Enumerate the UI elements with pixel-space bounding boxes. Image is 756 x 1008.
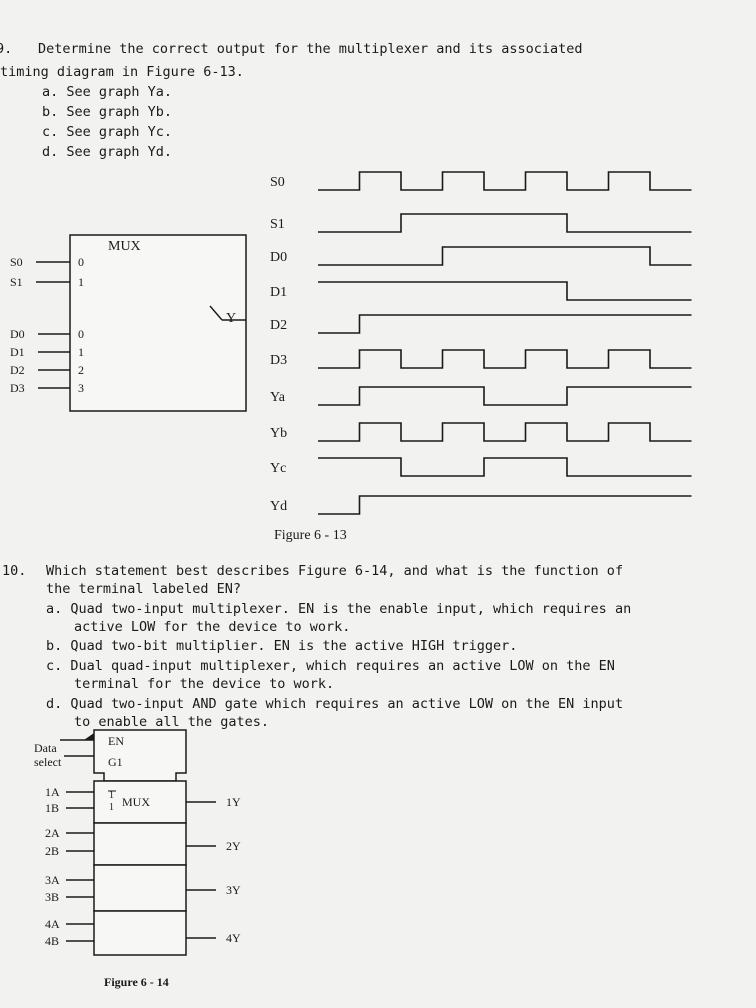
waveform-label-s1: S1	[270, 217, 285, 232]
mux-section-2	[93, 822, 187, 866]
mux-title: MUX	[108, 239, 141, 254]
q10-option-b-line1: b. Quad two-bit multiplier. EN is the ac…	[46, 638, 518, 654]
mux-pin-s0: 0	[78, 255, 84, 269]
mux-input-label-s0: S0	[10, 255, 23, 269]
waveform-label-ya: Ya	[270, 390, 286, 405]
active-low-indicator	[84, 733, 94, 740]
waveform-label-s0: S0	[270, 175, 285, 190]
q9-option-a: a. See graph Ya.	[42, 84, 173, 100]
waveform-ya	[318, 386, 692, 406]
q10-option-a-line2: active LOW for the device to work.	[74, 619, 351, 635]
data-select-label-line2: select	[34, 755, 62, 769]
q10-text-line1: Which statement best describes Figure 6-…	[46, 563, 624, 579]
waveform-label-d3: D3	[270, 353, 287, 368]
input-label-4a: 4A	[45, 917, 60, 931]
q9-text-line1: Determine the correct output for the mul…	[38, 41, 583, 57]
mux-input-label-d3: D3	[10, 381, 25, 395]
mux-output-stub	[209, 305, 223, 321]
mux-prefix-top: 1	[109, 790, 114, 801]
mux-section-3	[93, 864, 187, 912]
output-label-2y: 2Y	[226, 839, 241, 853]
mux-section-4	[93, 910, 187, 956]
q10-option-c-line2: terminal for the device to work.	[74, 676, 335, 692]
q10-option-d-line2: to enable all the gates.	[74, 714, 270, 730]
data-select-label-line1: Data	[34, 741, 57, 755]
input-label-3a: 3A	[45, 873, 60, 887]
waveform-d0	[318, 246, 692, 266]
mux-section-label: MUX	[122, 795, 150, 809]
q9-option-d: d. See graph Yd.	[42, 144, 173, 160]
waveform-d2	[318, 314, 692, 334]
waveform-label-d2: D2	[270, 318, 287, 333]
mux-block	[69, 234, 247, 412]
q9-text-line2: timing diagram in Figure 6-13.	[0, 64, 244, 80]
mux-output-label: Y	[226, 311, 236, 326]
q9-option-b: b. See graph Yb.	[42, 104, 173, 120]
output-label-4y: 4Y	[226, 931, 241, 945]
q10-option-d-line1: d. Quad two-input AND gate which require…	[46, 696, 624, 712]
figure-6-14-caption: Figure 6 - 14	[104, 975, 169, 989]
mux-pin-d3: 3	[78, 381, 84, 395]
mux-input-label-d0: D0	[10, 327, 25, 341]
g1-label: G1	[108, 755, 123, 769]
input-label-4b: 4B	[45, 934, 59, 948]
q10-option-c-line1: c. Dual quad-input multiplexer, which re…	[46, 658, 615, 674]
output-label-3y: 3Y	[226, 883, 241, 897]
input-label-3b: 3B	[45, 890, 59, 904]
waveform-label-yd: Yd	[270, 499, 287, 514]
waveform-label-d1: D1	[270, 285, 287, 300]
mux-pin-d2: 2	[78, 363, 84, 377]
waveform-yc	[318, 457, 692, 477]
q10-text-line2: the terminal labeled EN?	[46, 581, 242, 597]
waveform-d1	[318, 281, 692, 301]
mux-input-label-d1: D1	[10, 345, 25, 359]
mux-prefix-bottom: 1	[109, 802, 114, 813]
enable-label: EN	[108, 734, 124, 748]
q9-number: 9.	[0, 41, 13, 57]
waveform-yb	[318, 422, 692, 442]
waveform-label-yb: Yb	[270, 426, 287, 441]
input-label-2b: 2B	[45, 844, 59, 858]
figure-6-13-caption: Figure 6 - 13	[274, 528, 347, 543]
q10-option-a-line1: a. Quad two-input multiplexer. EN is the…	[46, 601, 632, 617]
mux-pin-d0: 0	[78, 327, 84, 341]
waveform-s1	[318, 213, 692, 233]
waveform-label-d0: D0	[270, 250, 287, 265]
waveform-label-yc: Yc	[270, 461, 286, 476]
input-label-1b: 1B	[45, 801, 59, 815]
q10-number: 10.	[2, 563, 27, 579]
mux-pin-s1: 1	[78, 275, 84, 289]
input-label-1a: 1A	[45, 785, 60, 799]
output-label-1y: 1Y	[226, 795, 241, 809]
waveform-yd	[318, 495, 692, 515]
mux-input-label-d2: D2	[10, 363, 25, 377]
input-label-2a: 2A	[45, 826, 60, 840]
q9-option-c: c. See graph Yc.	[42, 124, 173, 140]
waveform-s0	[318, 171, 692, 191]
waveform-d3	[318, 349, 692, 369]
mux-input-label-s1: S1	[10, 275, 23, 289]
mux-pin-d1: 1	[78, 345, 84, 359]
